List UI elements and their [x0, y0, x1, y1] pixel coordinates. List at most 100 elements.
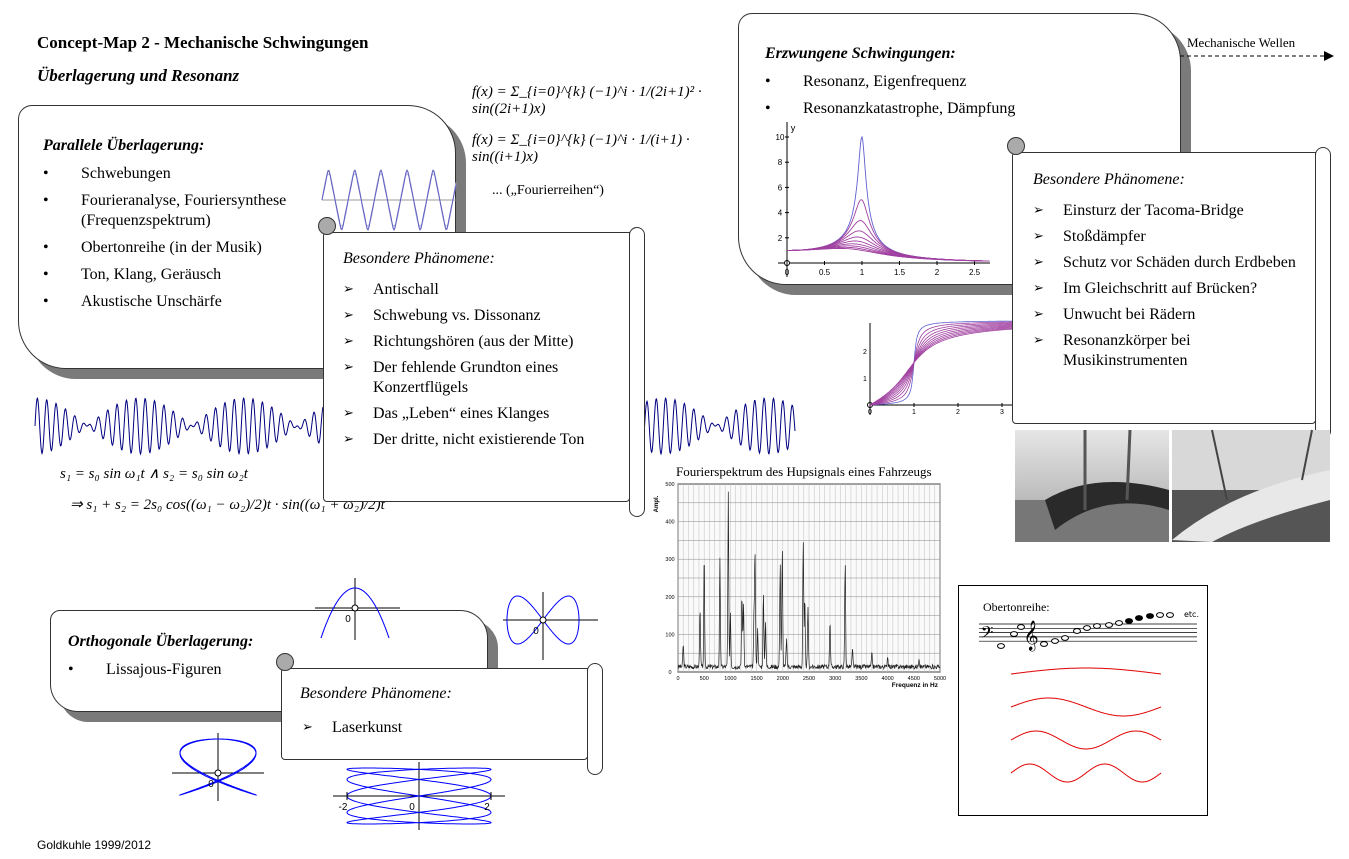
lissajous-curve — [320, 587, 390, 639]
tick-label: 200 — [665, 595, 674, 601]
lissajous-loop: 0 — [503, 592, 598, 660]
note — [1010, 631, 1018, 637]
tick-label: 3500 — [855, 676, 867, 682]
tick-label: 3 — [1000, 409, 1004, 416]
tick-label: -2 — [339, 802, 348, 813]
beat-formula-2: ⇒ s₁ + s₂ = 2s₀ cos((ω₁ − ω₂)/2)t · sin(… — [70, 497, 385, 513]
standing-wave-1 — [1010, 667, 1162, 675]
dashed-arrow-icon — [1180, 51, 1334, 61]
origin-label: 0 — [409, 802, 415, 813]
phase-curve — [869, 321, 1019, 406]
note — [1105, 622, 1113, 628]
parallel-special-scroll: Besondere Phänomene: Antischall Schwebun… — [318, 217, 645, 517]
note — [997, 643, 1005, 649]
fourier-series-note: ... („Fourierreihen“) — [492, 183, 604, 198]
tick-label: 1 — [912, 409, 916, 416]
treble-clef-icon: 𝄞 — [1023, 620, 1038, 652]
list-item: Schwebungen — [43, 164, 323, 184]
tick-label: 2 — [778, 234, 783, 243]
overtone-box: Obertonreihe: 𝄢 𝄞 etc. — [958, 585, 1208, 816]
origin-marker — [214, 769, 222, 777]
note — [1115, 620, 1123, 626]
page-title: Concept-Map 2 - Mechanische Schwingungen — [37, 33, 369, 52]
tick-label: 4 — [778, 209, 783, 218]
forced-title: Erzwungene Schwingungen: — [765, 45, 956, 62]
lissajous-curve — [346, 767, 492, 825]
phase-curve — [869, 326, 1019, 406]
fourier-formula-1: f(x) = Σ_{i=0}^{k} (−1)^i · 1/(2i+1)² · … — [472, 84, 702, 117]
scroll-title: Besondere Phänomene: — [1033, 171, 1185, 188]
tick-label: 2 — [484, 802, 490, 813]
standing-wave-4 — [1010, 763, 1162, 783]
origin-label: 0 — [345, 614, 351, 625]
lissajous-curve — [178, 738, 258, 796]
list-item: Richtungshören (aus der Mitte) — [343, 332, 613, 352]
parallel-list: Schwebungen Fourieranalyse, Fouriersynth… — [43, 164, 323, 319]
list-item: Obertonreihe (in der Musik) — [43, 238, 323, 258]
phase-curve — [869, 322, 1019, 406]
tick-label: 2 — [863, 349, 867, 356]
overtone-etc: etc. — [1184, 610, 1199, 619]
resonance-curve — [787, 243, 990, 262]
origin-marker — [539, 616, 547, 624]
tick-label: 4000 — [881, 676, 893, 682]
tick-label: 100 — [665, 632, 674, 638]
beat-curve — [34, 397, 324, 456]
scroll-roll — [587, 663, 603, 775]
scroll-curl — [1007, 137, 1025, 155]
note — [1040, 641, 1048, 647]
bass-clef-icon: 𝄢 — [981, 624, 994, 646]
link-mechanical-waves[interactable]: Mechanische Wellen — [1187, 35, 1296, 50]
scroll-roll — [629, 227, 645, 517]
note — [1051, 638, 1059, 644]
note — [1017, 624, 1025, 630]
note — [1083, 625, 1091, 631]
scroll-title: Besondere Phänomene: — [300, 685, 452, 702]
overtone-label: Obertonreihe: — [983, 600, 1050, 614]
list-item: Ton, Klang, Geräusch — [43, 265, 323, 285]
list-item: Der fehlende Grundton eines Konzertflüge… — [343, 358, 613, 398]
scroll-curl — [276, 653, 294, 671]
list-item: Einsturz der Tacoma-Bridge — [1033, 201, 1303, 221]
tick-label: 2000 — [777, 676, 789, 682]
phase-curve — [869, 327, 1019, 406]
note — [1146, 613, 1154, 619]
y-axis-label: y — [791, 123, 796, 133]
list-item: Akustische Unschärfe — [43, 292, 323, 312]
list-item: Resonanz, Eigenfrequenz — [765, 72, 1085, 92]
tick-label: 0 — [868, 409, 872, 416]
list-item: Resonanzkatastrophe, Dämpfung — [765, 99, 1085, 119]
tick-label: 1 — [860, 268, 865, 277]
fourier-formula-2: f(x) = Σ_{i=0}^{k} (−1)^i · 1/(i+1) · si… — [472, 132, 690, 165]
beat-formula-1: s₁ = s₀ sin ω₁t ∧ s₂ = s₀ sin ω₂t — [60, 466, 248, 482]
lissajous-butterfly: 0 -2 2 — [333, 762, 505, 830]
lissajous-ellipses: 0 — [172, 733, 264, 801]
tick-label: 2 — [956, 409, 960, 416]
parallel-title: Parallele Überlagerung: — [43, 137, 205, 154]
list-item: Schwebung vs. Dissonanz — [343, 306, 613, 326]
list-item: Fourieranalyse, Fouriersynthese (Frequen… — [43, 191, 323, 231]
y-axis-label: Ampl. — [654, 495, 660, 512]
tick-label: 1.5 — [894, 268, 906, 277]
origin-label: 0 — [208, 779, 214, 790]
standing-wave-2 — [1010, 697, 1162, 717]
list-item: Resonanzkörper bei Musikinstrumenten — [1033, 331, 1303, 371]
lissajous-parabola: 0 — [315, 578, 400, 640]
tick-label: 3000 — [829, 676, 841, 682]
tick-label: 0 — [668, 670, 671, 676]
orthogonal-title: Orthogonale Überlagerung: — [68, 633, 254, 650]
note — [1135, 615, 1143, 621]
tick-label: 0.5 — [819, 268, 831, 277]
tick-label: 500 — [700, 676, 709, 682]
list-item: Unwucht bei Rädern — [1033, 305, 1303, 325]
origin-marker — [351, 604, 359, 612]
list-item: Schutz vor Schäden durch Erdbeben — [1033, 253, 1303, 273]
forced-special-list: Einsturz der Tacoma-Bridge Stoßdämpfer S… — [1033, 201, 1303, 377]
list-item: Lissajous-Figuren — [68, 660, 318, 680]
note — [1061, 635, 1069, 641]
page-subtitle: Überlagerung und Resonanz — [37, 66, 240, 85]
tick-label: 2 — [935, 268, 940, 277]
